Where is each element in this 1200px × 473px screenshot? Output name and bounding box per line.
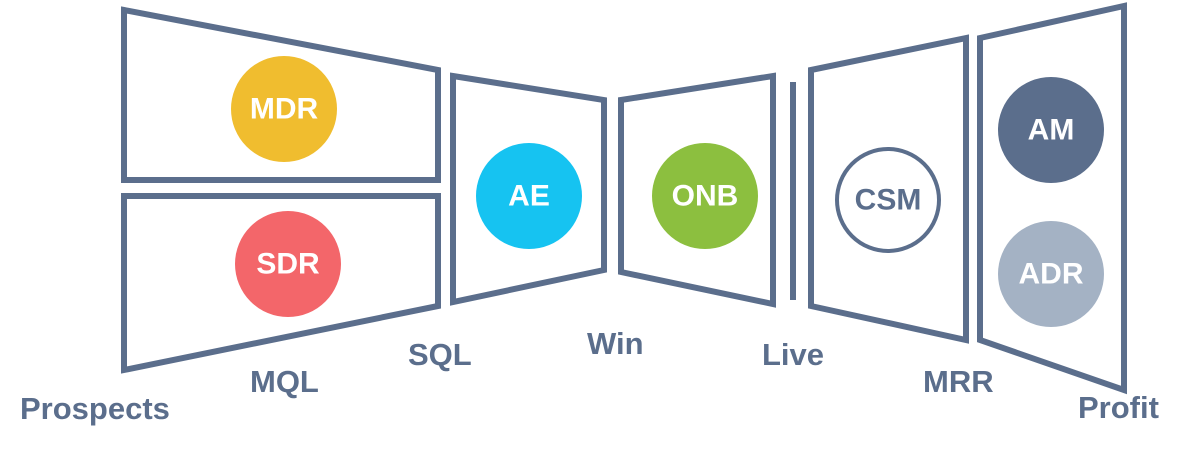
am-circle xyxy=(998,77,1104,183)
sdr-node: SDR xyxy=(235,211,341,317)
customer-success-panel xyxy=(808,34,969,344)
adr-node: ADR xyxy=(998,221,1104,327)
csm-node: CSM xyxy=(835,147,941,253)
stage-live: Live xyxy=(762,337,824,372)
ae-label: AE xyxy=(508,180,550,213)
sdr-circle xyxy=(235,211,341,317)
account-management-panel xyxy=(977,2,1127,395)
onb-label: ONB xyxy=(672,180,739,213)
ae-circle xyxy=(476,143,582,249)
onb-circle xyxy=(652,143,758,249)
am-label: AM xyxy=(1028,114,1075,147)
stage-mrr: MRR xyxy=(923,364,994,399)
stage-mql: MQL xyxy=(250,364,319,399)
stage-sql: SQL xyxy=(408,337,472,372)
adr-circle xyxy=(998,221,1104,327)
stage-win: Win xyxy=(587,326,644,361)
sales-dev-panel xyxy=(121,193,441,374)
csm-label: CSM xyxy=(855,184,922,217)
marketing-panel xyxy=(121,6,441,183)
stage-prospects: Prospects xyxy=(20,391,170,426)
adr-label: ADR xyxy=(1019,258,1084,291)
csm-circle xyxy=(835,147,941,253)
onboarding-panel xyxy=(618,72,776,308)
mdr-circle xyxy=(231,56,337,162)
mdr-label: MDR xyxy=(250,93,319,126)
stage-profit: Profit xyxy=(1078,390,1159,425)
mdr-node: MDR xyxy=(231,56,337,162)
am-node: AM xyxy=(998,77,1104,183)
ae-node: AE xyxy=(476,143,582,249)
sdr-label: SDR xyxy=(256,248,320,281)
onb-node: ONB xyxy=(652,143,758,249)
account-exec-panel xyxy=(450,72,607,306)
